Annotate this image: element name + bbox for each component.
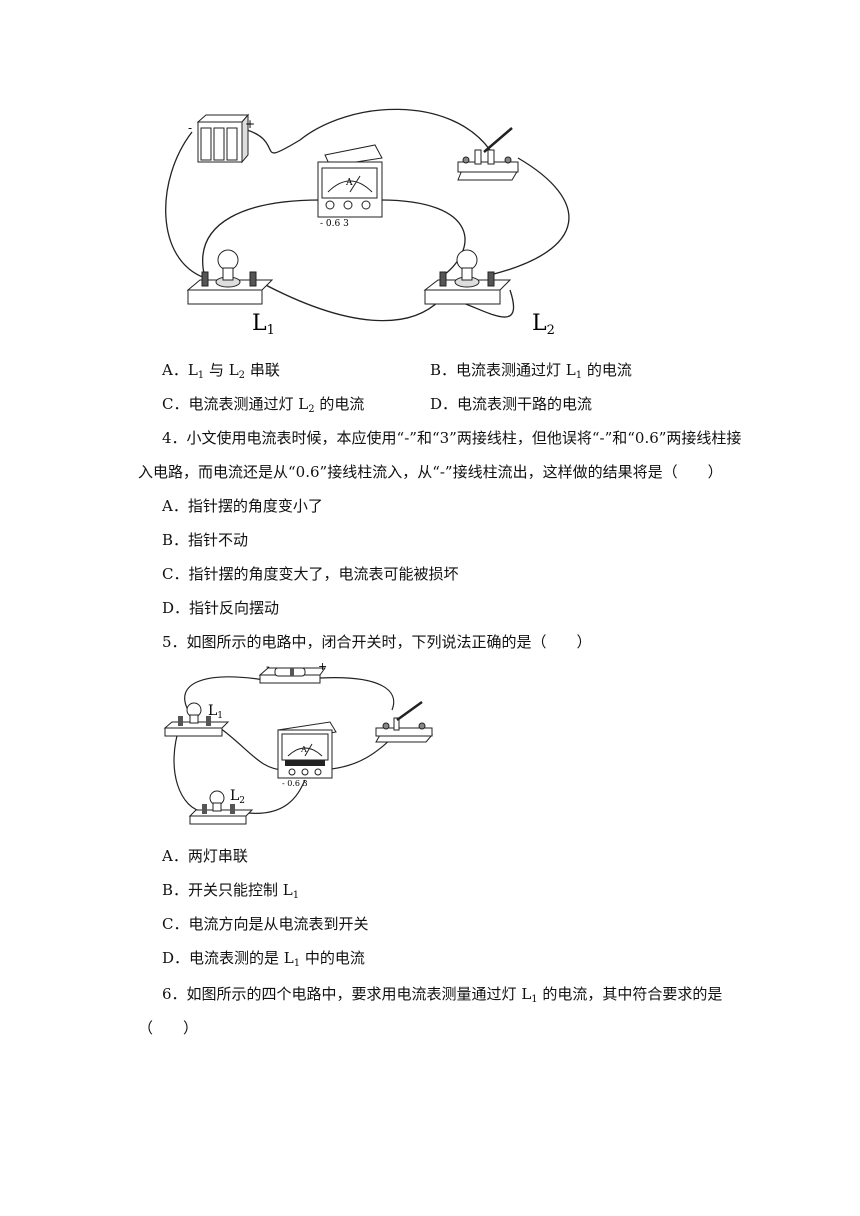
q5-option-b: B．开关只能控制 L1 bbox=[162, 881, 300, 901]
q5-stem: 5．如图所示的电路中，闭合开关时，下列说法正确的是（ ） bbox=[162, 633, 592, 651]
ammeter-icon bbox=[317, 144, 383, 218]
q3-option-c: C．电流表测通过灯 L2 的电流 bbox=[162, 395, 365, 415]
battery-icon bbox=[258, 667, 326, 684]
lamp-l2-icon bbox=[188, 790, 254, 825]
wire bbox=[319, 677, 395, 711]
q6-stem-line-1: 6．如图所示的四个电路中，要求用电流表测量通过灯 L1 的电流，其中符合要求的是 bbox=[162, 985, 723, 1005]
wire bbox=[165, 131, 206, 279]
wire bbox=[202, 199, 321, 279]
ammeter-icon bbox=[277, 721, 337, 779]
q4-stem-line-1: 4．小文使用电流表时候，本应使用“-”和“3”两接线柱，但他误将“-”和“0.6… bbox=[162, 429, 742, 447]
q4-stem-line-2: 入电路，而电流还是从“0.6”接线柱流入，从“-”接线柱流出，这样做的结果将是（… bbox=[138, 463, 723, 481]
lamp-l1-icon bbox=[186, 249, 274, 305]
lamp-l1-label: L1 bbox=[208, 703, 223, 721]
circuit-figure-2: - + L1 A - 0.6 3 bbox=[163, 660, 434, 825]
battery-minus-label: - bbox=[266, 660, 270, 673]
q5-option-d: D．电流表测的是 L1 中的电流 bbox=[162, 949, 365, 969]
switch-icon bbox=[375, 700, 434, 743]
q4-option-d: D．指针反向摆动 bbox=[162, 599, 280, 617]
circuit-figure-1: - + A - 0.6 3 bbox=[165, 108, 570, 338]
wire bbox=[239, 108, 491, 154]
battery-plus-label: + bbox=[318, 660, 327, 673]
wire bbox=[379, 199, 466, 279]
q6-stem-line-2: （ ） bbox=[138, 1019, 199, 1037]
q5-option-c: C．电流方向是从电流表到开关 bbox=[162, 915, 369, 933]
lamp-l1-label: L1 bbox=[252, 311, 275, 338]
q4-option-b: B．指针不动 bbox=[162, 531, 249, 549]
switch-icon bbox=[457, 127, 519, 181]
q4-option-c: C．指针摆的角度变大了，电流表可能被损坏 bbox=[162, 565, 459, 583]
lamp-l2-label: L2 bbox=[532, 311, 555, 338]
lamp-l2-label: L2 bbox=[230, 788, 245, 806]
q5-option-a: A．两灯串联 bbox=[162, 847, 248, 865]
wire bbox=[219, 727, 286, 771]
battery-minus-label: - bbox=[188, 121, 192, 135]
ammeter-terminals: - 0.6 3 bbox=[320, 219, 349, 229]
wire bbox=[184, 676, 266, 711]
q4-option-a: A．指针摆的角度变小了 bbox=[162, 497, 323, 515]
wire bbox=[489, 157, 570, 276]
battery-plus-label: + bbox=[245, 117, 255, 131]
ammeter-terminals: - 0.6 3 bbox=[282, 779, 308, 788]
wire bbox=[239, 779, 306, 814]
wire bbox=[173, 724, 206, 813]
ammeter-letter: A bbox=[300, 745, 307, 754]
lamp-l1-icon bbox=[163, 702, 230, 737]
q3-option-b: B．电流表测通过灯 L1 的电流 bbox=[430, 361, 632, 381]
ammeter-letter: A bbox=[345, 178, 353, 188]
battery-icon bbox=[196, 113, 250, 164]
q3-option-d: D．电流表测干路的电流 bbox=[430, 395, 593, 413]
lamp-l2-icon bbox=[423, 249, 512, 305]
q3-option-a: A．L1 与 L2 串联 bbox=[162, 361, 280, 381]
